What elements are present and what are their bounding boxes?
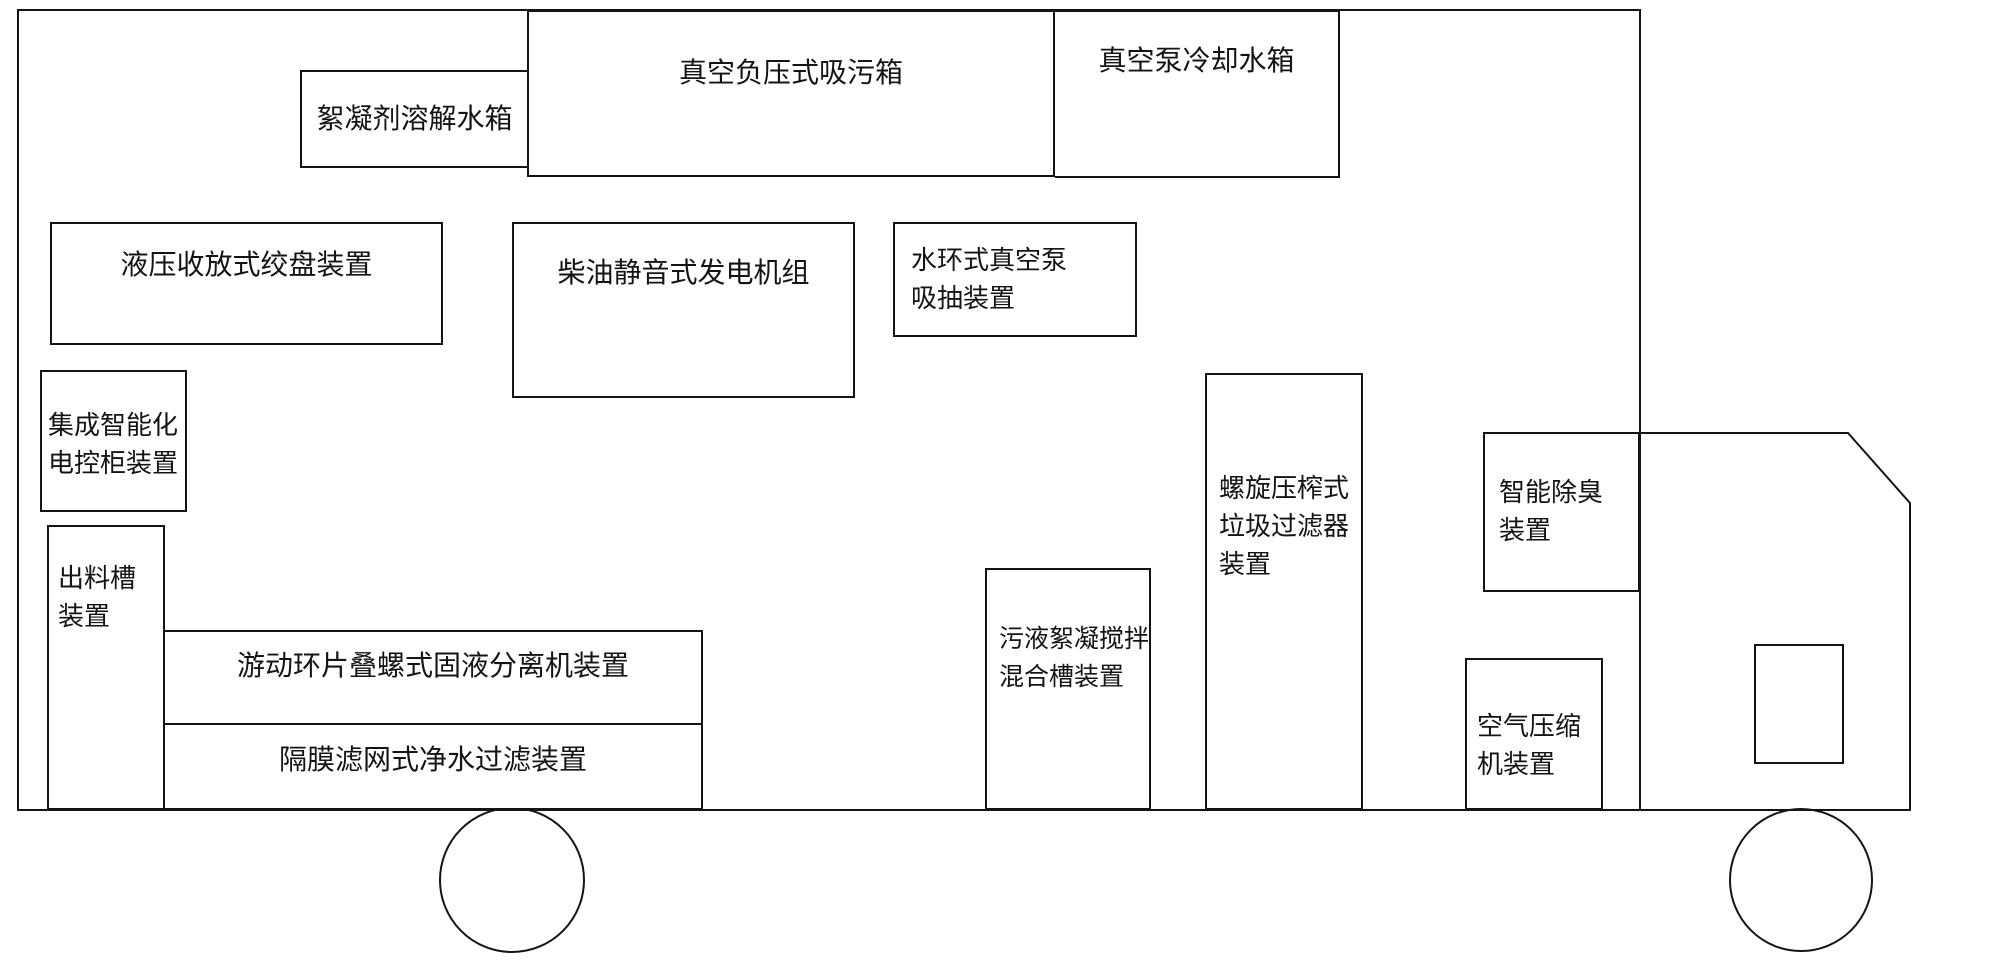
component-hydraulic-winch: 液压收放式绞盘装置: [50, 222, 443, 345]
component-vacuum-suction-tank: 真空负压式吸污箱: [527, 10, 1055, 177]
component-smart-control-cabinet: 集成智能化 电控柜装置: [40, 370, 187, 512]
component-air-compressor: 空气压缩 机装置: [1465, 658, 1603, 810]
component-label: 混合槽装置: [999, 662, 1125, 691]
component-discharge-trough: 出料槽 装置: [47, 525, 165, 810]
component-label: 液压收放式绞盘装置: [120, 248, 373, 281]
cab-window: [1754, 644, 1844, 764]
component-label: 装置: [1499, 516, 1552, 546]
component-label: 出料槽: [58, 564, 137, 594]
component-label: 机装置: [1477, 750, 1556, 780]
component-screw-press-garbage-filter: 螺旋压榨式 垃圾过滤器 装置: [1205, 373, 1363, 810]
component-label: 絮凝剂溶解水箱: [316, 102, 513, 135]
component-label: 吸抽装置: [911, 284, 1016, 314]
component-label: 真空负压式吸污箱: [678, 56, 903, 89]
component-label: 隔膜滤网式净水过滤装置: [278, 743, 587, 776]
component-label: 真空泵冷却水箱: [1098, 44, 1295, 77]
component-screw-solid-liquid-separator: 游动环片叠螺式固液分离机装置: [165, 630, 703, 725]
component-vacuum-pump-cooling-tank: 真空泵冷却水箱: [1055, 10, 1340, 178]
component-smart-deodorizer: 智能除臭 装置: [1483, 432, 1640, 592]
component-label: 垃圾过滤器: [1219, 512, 1350, 542]
component-membrane-filter: 隔膜滤网式净水过滤装置: [165, 725, 703, 810]
component-label: 空气压缩: [1477, 712, 1582, 742]
component-label: 螺旋压榨式: [1219, 474, 1350, 504]
component-label: 柴油静音式发电机组: [557, 256, 810, 289]
component-flocculant-dissolving-tank: 絮凝剂溶解水箱: [300, 70, 527, 168]
truck-cab-outline: [1640, 432, 1911, 811]
component-label: 装置: [58, 602, 111, 632]
component-label: 电控柜装置: [48, 449, 179, 479]
component-label: 智能除臭: [1499, 478, 1604, 508]
component-label: 装置: [1219, 550, 1272, 580]
component-label: 污液絮凝搅拌: [999, 624, 1150, 653]
component-flocculation-mixing-tank: 污液絮凝搅拌 混合槽装置: [985, 568, 1151, 810]
left-wheel: [439, 807, 585, 953]
component-diesel-silent-generator: 柴油静音式发电机组: [512, 222, 855, 398]
component-water-ring-vacuum-pump: 水环式真空泵 吸抽装置: [893, 222, 1137, 337]
component-label: 游动环片叠螺式固液分离机装置: [236, 649, 629, 682]
component-label: 水环式真空泵: [911, 246, 1068, 276]
component-label: 集成智能化: [48, 411, 179, 441]
right-wheel: [1729, 808, 1873, 952]
